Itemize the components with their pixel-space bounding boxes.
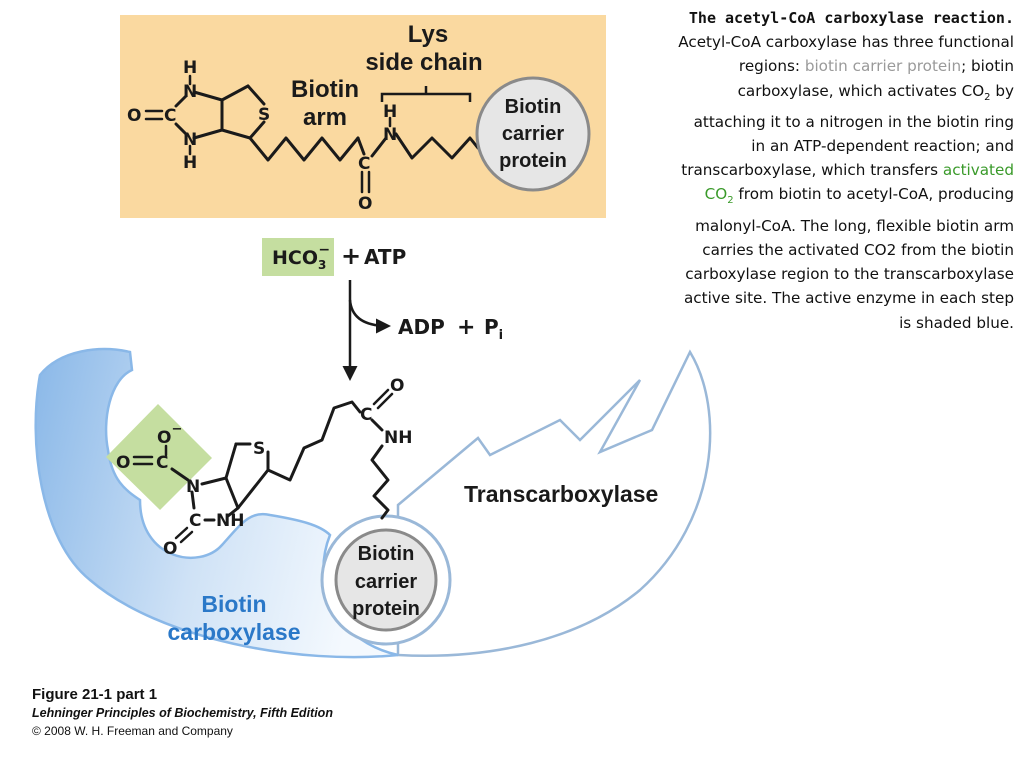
bottom-panel: Biotin carrier protein [34,347,712,659]
atom-h-bottom: H [183,153,197,173]
plus-atp: + [341,242,361,270]
atom-s-bottom: S [253,439,265,459]
atom-c-urea: C [189,511,201,531]
atom-n-top: N [183,82,197,102]
adp-text: ADP [398,315,445,339]
atom-n-ring: N [186,477,200,497]
top-carrier-line1: Biotin [505,96,562,118]
atom-h-top: H [183,58,197,78]
atom-n-bottom: N [183,130,197,150]
bottom-carrier-line1: Biotin [358,543,415,565]
atom-nh-amide-bottom: NH [384,428,412,448]
atom-c-amide: C [358,154,370,174]
caption-sub-2: 2 [984,91,991,103]
hco3-box [262,238,334,276]
lys-label-line2: side chain [365,49,482,76]
figure-caption: The acetyl-CoA carboxylase reaction. Ace… [676,6,1014,335]
book-title: Lehninger Principles of Biochemistry, Fi… [32,706,333,720]
atom-o-amide: O [358,194,372,214]
atom-h-amide: H [383,102,397,122]
biotin-carboxylase-label-line1: Biotin [201,591,266,617]
lys-label-line1: Lys [408,21,448,48]
atom-o-amide-bottom: O [390,376,404,396]
bottom-biotin-bonds [132,388,394,544]
carboxyl-box [106,404,212,510]
transcarboxylase-shape [396,349,712,657]
figure-number: Figure 21-1 part 1 [32,686,158,703]
caption-text-1: Acetyl-CoA carboxylase has three functio… [678,33,1014,76]
adp-branch-arrow [348,299,391,334]
caption-text-2: ; biotin carboxylase, which activates CO [737,57,1014,100]
atom-c-carboxyl: C [156,453,168,473]
biotin-carboxylase-shape [34,347,399,659]
caption-text-3: by attaching it to a nitrogen in the bio… [681,81,1014,180]
atom-n-amide: N [383,125,397,145]
atom-nh-ring: NH [216,511,244,531]
top-carrier-protein-circle [475,76,591,192]
transcarboxylase-label: Transcarboxylase [464,481,658,507]
bottom-carrier-protein-circle [334,528,438,632]
atom-s-top: S [258,105,270,125]
atp-text: ATP [364,245,406,269]
atom-o-double: O [116,453,130,473]
atom-c-amide-bottom: C [360,405,372,425]
biotin-arm-label-line2: arm [303,104,347,131]
caption-text-4: from biotin to acetyl-CoA, producing mal… [683,185,1014,332]
figure-credit: Figure 21-1 part 1 Lehninger Principles … [32,686,452,740]
hco3-text: HCO3− [272,242,330,272]
top-biotin-bonds [144,74,480,194]
atom-o-carbonyl: O [127,106,141,126]
atom-o-urea: O [163,539,177,559]
copyright: © 2008 W. H. Freeman and Company [32,724,233,738]
bottom-carrier-line3: protein [352,598,420,620]
caption-highlight-carrier: biotin carrier protein [804,57,962,76]
top-panel: H N O C N H S H N C O Lys side chain Bio… [120,15,606,218]
bottom-carrier-line2: carrier [355,571,417,593]
biotin-carboxylase-label-line2: carboxylase [168,619,301,645]
atom-c-carbonyl: C [164,106,176,126]
top-carrier-line3: protein [499,150,567,172]
caption-title: The acetyl-CoA carboxylase reaction. [688,9,1014,27]
lys-bracket [380,86,472,102]
top-carrier-line2: carrier [502,123,564,145]
caption-highlight-co2: activated CO2 [704,161,1014,207]
plus-pi: + [457,315,475,340]
atom-o-minus: O− [157,422,182,448]
pi-text: Pi [484,315,503,343]
biotin-arm-label-line1: Biotin [291,76,359,103]
reaction: HCO3− + ATP ADP + Pi [262,238,503,381]
